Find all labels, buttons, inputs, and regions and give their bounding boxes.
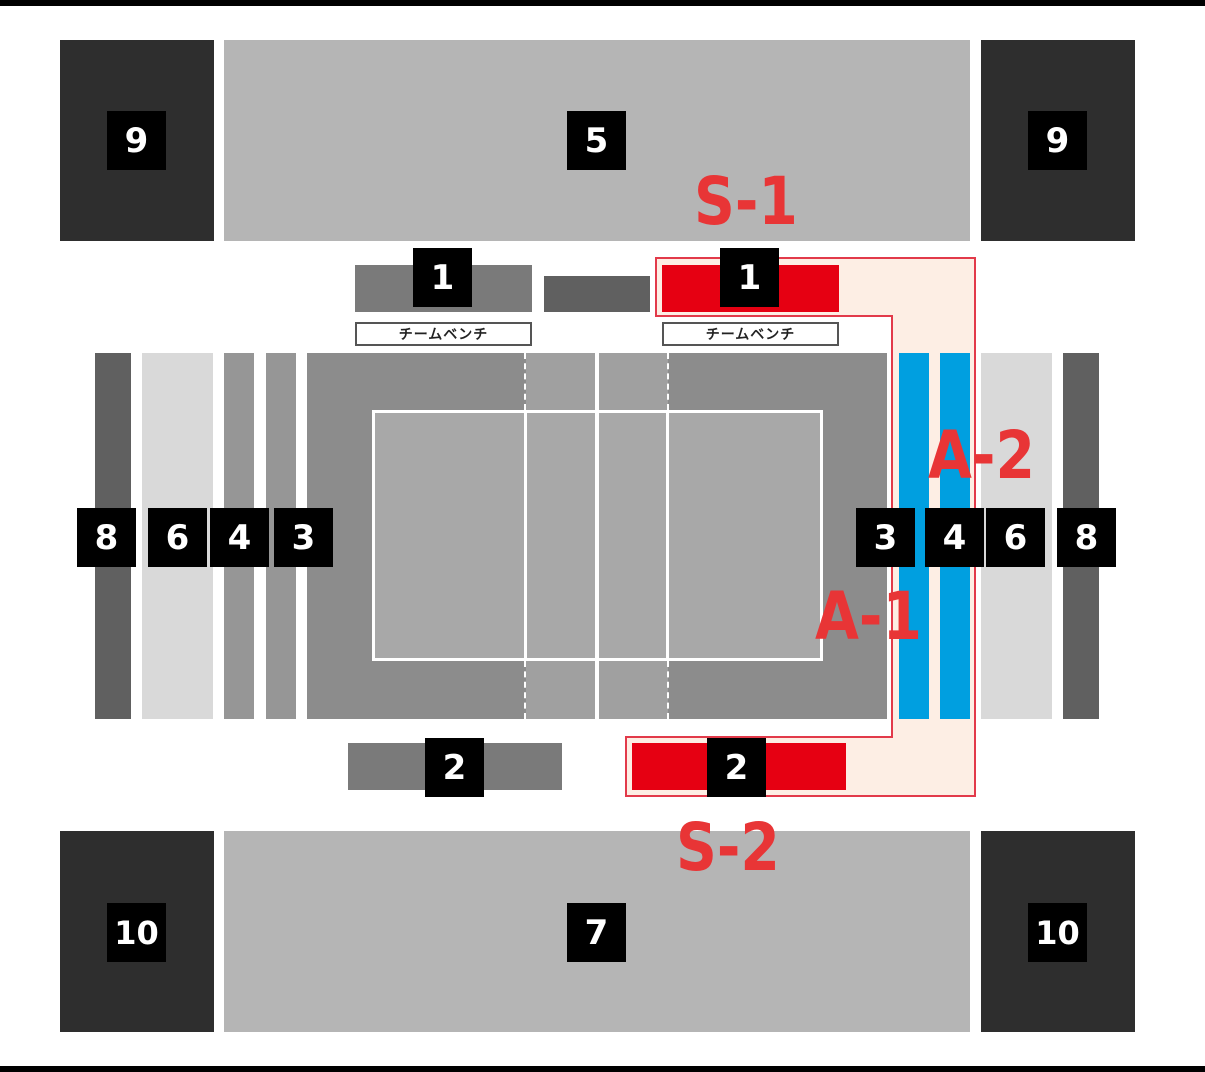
label-section-8-right: 8 <box>1057 508 1116 567</box>
label-section-7: 7 <box>567 903 626 962</box>
court-attack-line-left-ext-bottom <box>524 661 526 719</box>
zone-label-a2: A-2 <box>928 417 1035 494</box>
label-section-8-left: 8 <box>77 508 136 567</box>
label-section-1-right: 1 <box>720 248 779 307</box>
zone-label-s2: S-2 <box>676 809 780 886</box>
team-bench-left-label: チームベンチ <box>355 322 532 346</box>
label-section-4-right: 4 <box>925 508 984 567</box>
label-section-9-top-right: 9 <box>1028 111 1087 170</box>
court-attack-line-right <box>666 410 669 661</box>
zone-label-s1: S-1 <box>694 163 798 240</box>
team-bench-right-label: チームベンチ <box>662 322 839 346</box>
court-attack-line-right-ext-bottom <box>667 661 669 719</box>
zone-label-a1: A-1 <box>815 578 922 655</box>
label-section-2-left: 2 <box>425 738 484 797</box>
label-section-9-top-left: 9 <box>107 111 166 170</box>
court-attack-line-left <box>524 410 527 661</box>
top-border-line <box>0 0 1205 6</box>
label-section-3-left: 3 <box>274 508 333 567</box>
label-section-6-right: 6 <box>986 508 1045 567</box>
label-section-5: 5 <box>567 111 626 170</box>
label-section-3-right: 3 <box>856 508 915 567</box>
label-section-1-left: 1 <box>413 248 472 307</box>
label-section-2-right: 2 <box>707 738 766 797</box>
center-top-block <box>544 276 650 312</box>
label-section-6-left: 6 <box>148 508 207 567</box>
court-attack-line-left-ext-top <box>524 353 526 410</box>
label-section-10-bottom-left: 10 <box>107 903 166 962</box>
label-section-4-left: 4 <box>210 508 269 567</box>
court-attack-line-right-ext-top <box>667 353 669 410</box>
court-net-line <box>595 353 599 719</box>
bottom-border-line <box>0 1066 1205 1072</box>
label-section-10-bottom-right: 10 <box>1028 903 1087 962</box>
